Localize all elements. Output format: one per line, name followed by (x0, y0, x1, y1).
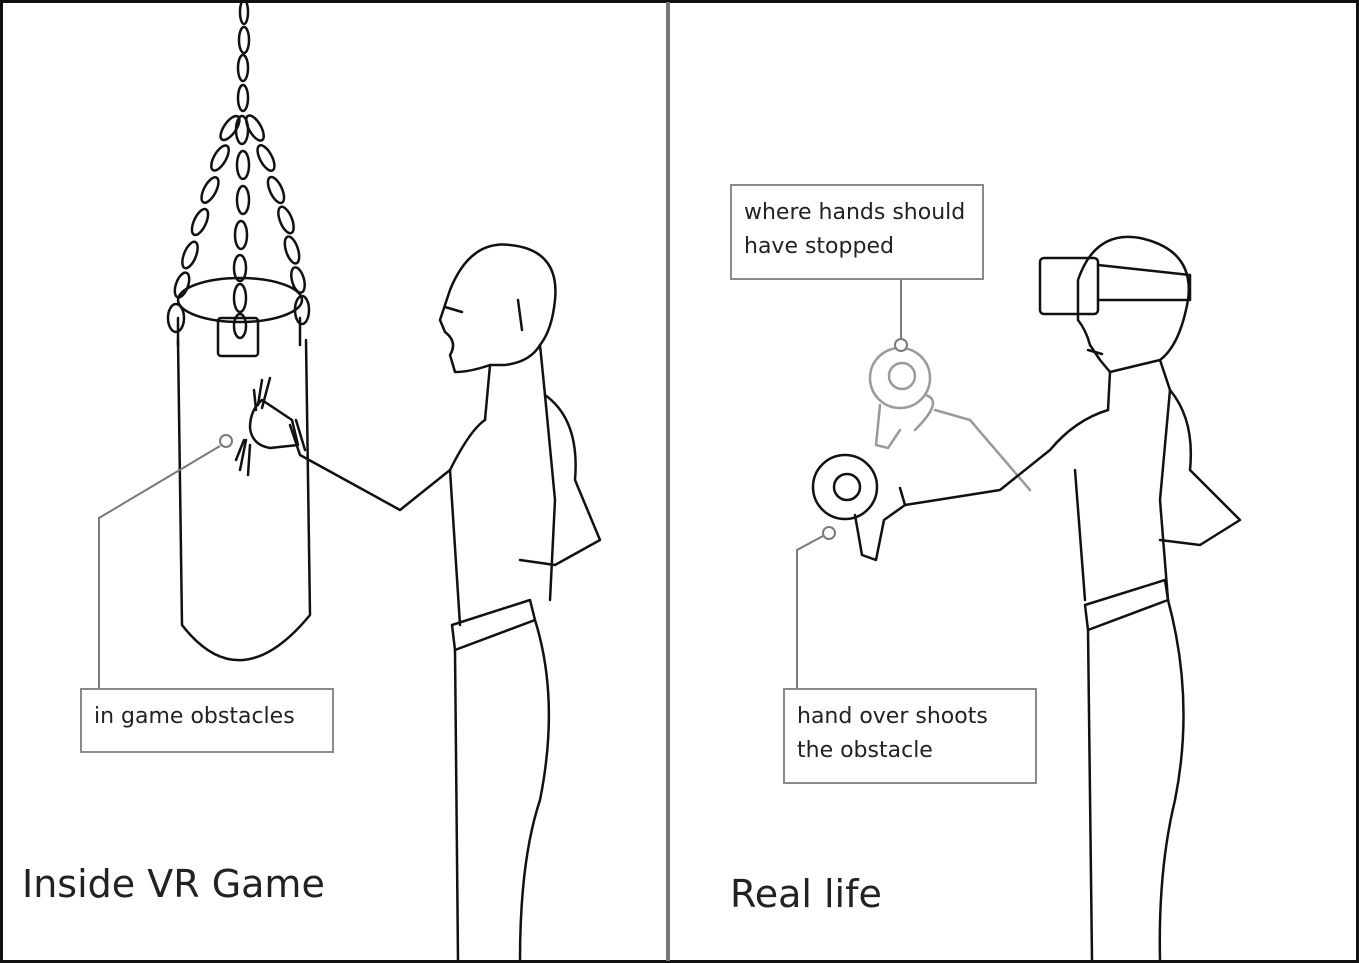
belt (1083, 578, 1170, 632)
chain-center (232, 0, 251, 340)
boxer-figure (248, 243, 602, 962)
callout-line-1: where hands should (744, 200, 966, 225)
bag-top (176, 276, 304, 324)
bag-body (176, 338, 312, 662)
callout-connector-bottom (796, 526, 836, 689)
impact-marks (234, 376, 272, 477)
ghost-controller (868, 346, 1032, 492)
legs (453, 618, 551, 962)
head (438, 243, 557, 374)
callout-connector-top (894, 280, 908, 352)
callout-hand-overshoots: hand over shoots the obstacle (783, 688, 1037, 784)
vr-player-figure (811, 235, 1242, 962)
back-arm (1158, 388, 1242, 547)
extended-arm (898, 408, 1110, 507)
panel-title-left: Inside VR Game (22, 862, 325, 906)
headset-strap (1096, 263, 1192, 302)
back-arm (518, 393, 602, 567)
bag-strap (216, 316, 260, 358)
punching-arm (288, 418, 487, 512)
callout-text: in game obstacles (94, 704, 295, 729)
callout-line-2: the obstacle (797, 738, 933, 763)
callout-in-game-obstacles: in game obstacles (80, 688, 334, 753)
vr-controller (811, 453, 879, 521)
callout-line-1: hand over shoots (797, 704, 988, 729)
torso (448, 393, 557, 627)
callout-line-2: have stopped (744, 234, 894, 259)
fist (248, 398, 300, 450)
panel-title-right: Real life (730, 872, 882, 916)
punching-bag (166, 0, 312, 662)
callout-where-hands-stopped: where hands should have stopped (730, 184, 984, 280)
vr-headset (1038, 256, 1100, 316)
belt (450, 598, 537, 652)
callout-connector-left (98, 434, 233, 689)
legs (1086, 598, 1185, 962)
torso (1073, 388, 1172, 602)
